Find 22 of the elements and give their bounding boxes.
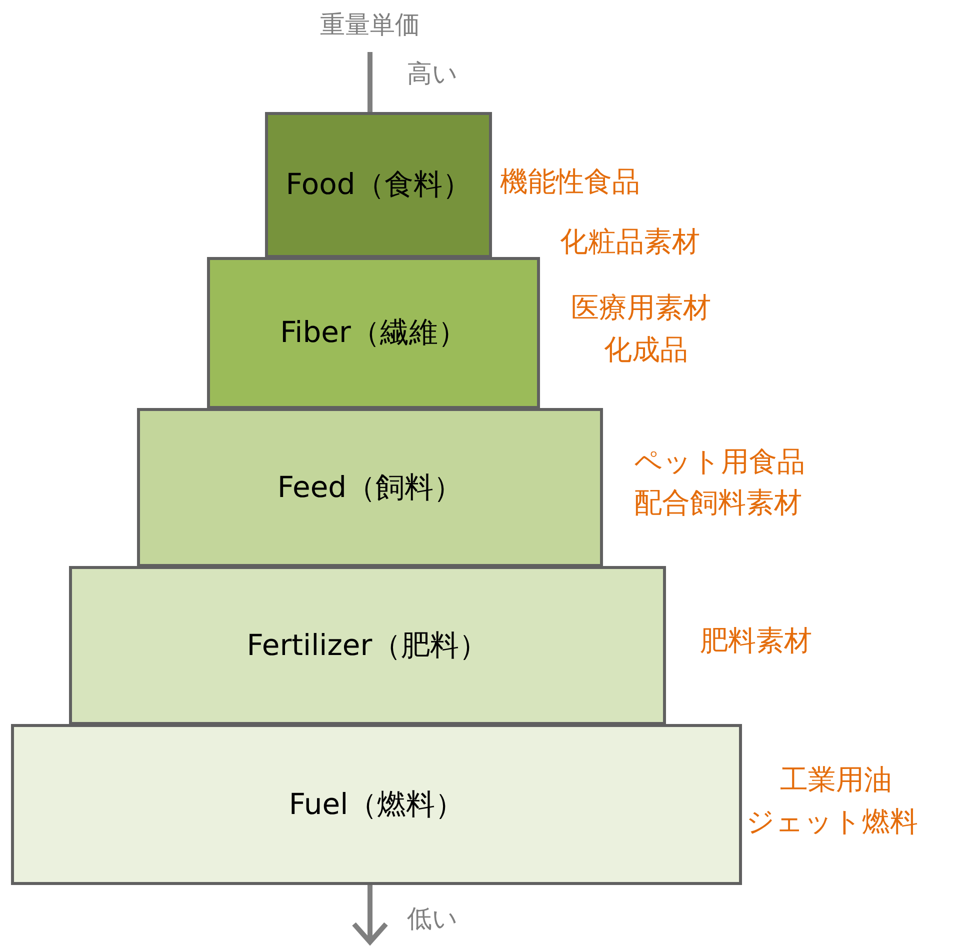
pyramid-tier: [69, 566, 666, 725]
application-note: 医療用素材: [571, 294, 711, 322]
tier-label: Feed（飼料）: [277, 468, 463, 506]
axis-label: 低い: [407, 906, 458, 931]
application-note: ジェット燃料: [746, 808, 918, 836]
tier-label: Food（食料）: [286, 166, 472, 203]
application-note: 工業用油: [780, 766, 892, 794]
pyramid-tier: [11, 724, 742, 885]
axis-title: 重量単価: [320, 12, 420, 37]
tier-label: Fertilizer（肥料）: [246, 626, 488, 664]
tier-label: Fiber（繊維）: [280, 314, 467, 351]
application-note: 肥料素材: [700, 627, 812, 655]
application-note: 配合飼料素材: [634, 489, 802, 517]
pyramid-tier: [265, 112, 492, 258]
pyramid-tier: [137, 408, 603, 567]
pyramid-tier: [207, 257, 540, 409]
tier-label: Fuel（燃料）: [288, 786, 464, 822]
application-note: 機能性食品: [500, 168, 640, 196]
application-note: 化粧品素材: [560, 228, 700, 256]
axis-label: 高い: [407, 61, 458, 86]
application-note: ペット用食品: [634, 448, 805, 476]
application-note: 化成品: [604, 336, 688, 364]
